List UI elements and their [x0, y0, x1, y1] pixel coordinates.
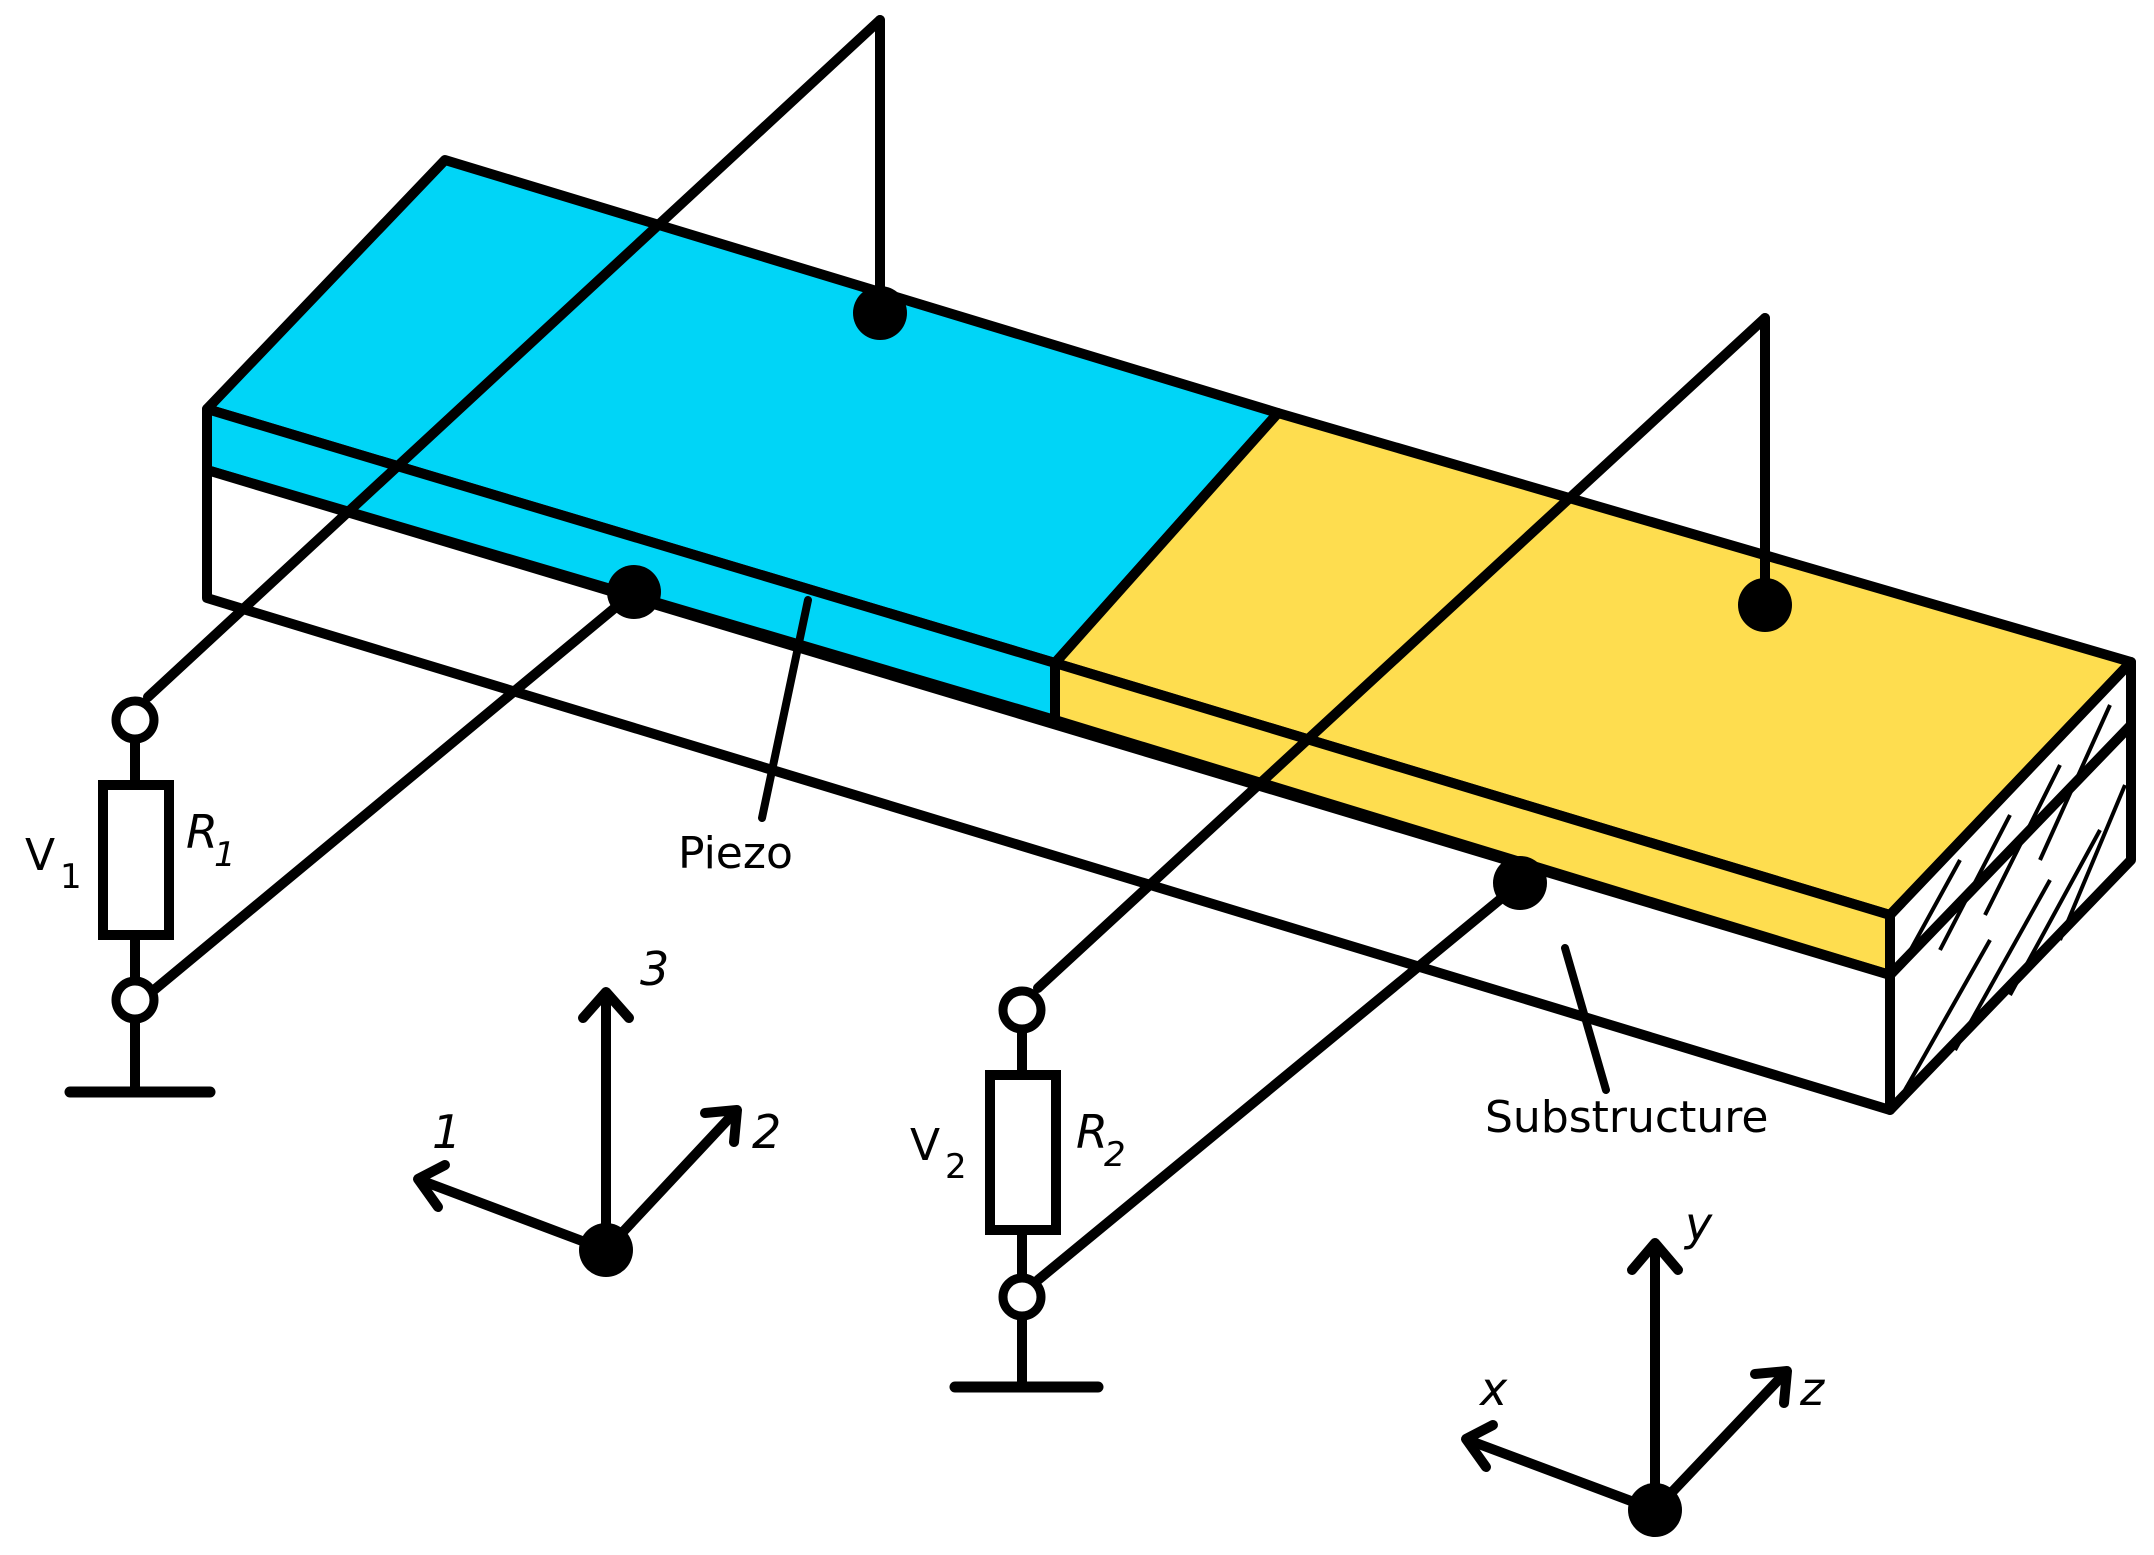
circuit-2-lower-lead: [1033, 878, 1525, 1285]
r2-label: R: [1076, 1105, 1108, 1159]
axis-3-label: 3: [640, 942, 669, 996]
axis-2-label: 2: [752, 1105, 781, 1159]
end-face-divider: [1885, 720, 2136, 980]
axis-1-label: 1: [432, 1105, 461, 1159]
substructure-label: Substructure: [1485, 1092, 1768, 1143]
v2-label: V: [910, 1120, 940, 1171]
axis-z-label: z: [1799, 1362, 1825, 1416]
axis-x-label: x: [1478, 1362, 1508, 1416]
resistor-2: [985, 1070, 1061, 1235]
electrode-2-top-dot: [1738, 578, 1792, 632]
axis-2-arrowhead: [700, 1105, 742, 1147]
global-axes: [1461, 1238, 1792, 1515]
electrode-1-bottom-dot: [607, 565, 661, 619]
circuit-2: [949, 313, 1770, 1393]
material-axes-origin: [579, 1223, 633, 1277]
v1-label: V: [25, 830, 55, 881]
axis-x-arrowhead: [1461, 1420, 1498, 1472]
end-face-hatching: [1903, 704, 2127, 1091]
circuit-2-upper-lead: [1033, 313, 1770, 993]
circuit-1-lower-lead: [143, 587, 639, 1000]
electrode-2-bottom-dot: [1493, 856, 1547, 910]
axis-z-arrowhead: [1750, 1366, 1792, 1408]
axis-2: [601, 1107, 740, 1255]
electrode-1-top-dot: [853, 286, 907, 340]
axis-y-label: y: [1683, 1197, 1713, 1251]
axis-x: [1463, 1435, 1660, 1515]
axis-1: [415, 1175, 611, 1255]
substructure-leader-line: [1561, 944, 1610, 1094]
global-axes-origin: [1628, 1483, 1682, 1537]
v1-subscript: 1: [60, 857, 82, 897]
terminal-2-bottom: [998, 1273, 1046, 1321]
circuit-1: [64, 15, 885, 1098]
terminal-1-bottom: [111, 976, 159, 1024]
r2-subscript: 2: [1104, 1135, 1126, 1175]
r1-label: R: [186, 805, 218, 859]
material-axes: [413, 987, 742, 1255]
piezo-leader-line: [758, 596, 812, 822]
axis-3-arrowhead: [578, 987, 634, 1023]
axis-1-arrowhead: [413, 1160, 450, 1212]
piezo-label: Piezo: [678, 828, 793, 879]
v2-subscript: 2: [945, 1147, 967, 1187]
beam-end-face: [1885, 657, 2136, 1115]
resistor-1: [98, 780, 174, 940]
beam: [202, 155, 2136, 1115]
circuit-1-upper-lead: [143, 15, 885, 702]
axis-y-arrowhead: [1627, 1238, 1683, 1275]
axis-z: [1650, 1368, 1790, 1515]
terminal-1-top: [111, 696, 159, 744]
terminal-2-top: [998, 986, 1046, 1034]
r1-subscript: 1: [214, 835, 236, 875]
